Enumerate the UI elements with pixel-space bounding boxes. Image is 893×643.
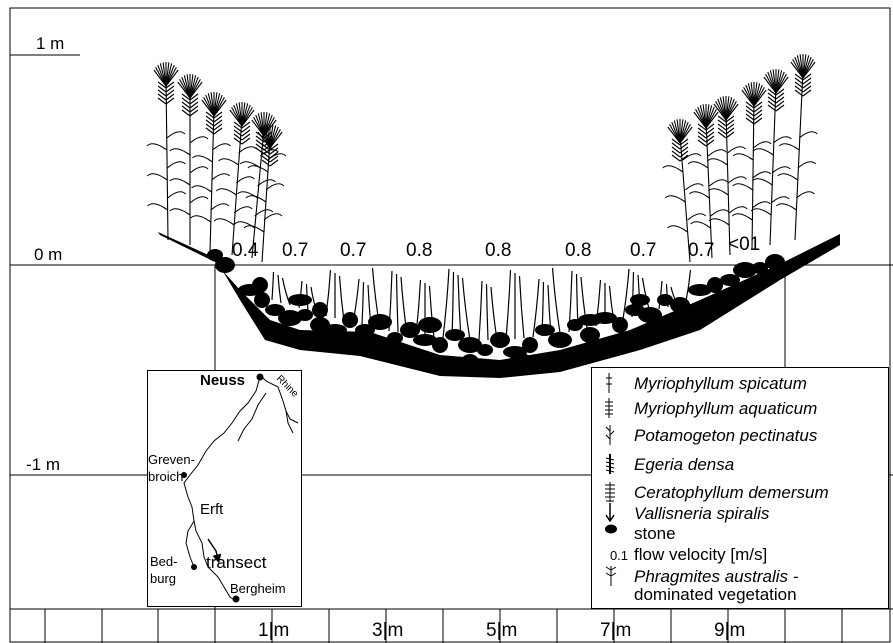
legend-label: flow velocity [m/s]: [634, 545, 767, 565]
legend-label: Ceratophyllum demersum: [634, 483, 829, 503]
velocity-label: 0.7: [282, 240, 308, 262]
velocity-label: 0.7: [340, 240, 366, 262]
bedburg-dot: [191, 564, 197, 570]
x-label-7m: 7|m: [600, 620, 631, 642]
neuss-dot: [257, 374, 264, 381]
map-label-bedburg: Bed- burg: [150, 553, 177, 587]
legend: Myriophyllum spicatum Myriophyllum aquat…: [591, 367, 889, 609]
legend-label: Egeria densa: [634, 455, 734, 475]
velocity-label: 0.7: [688, 240, 714, 262]
velocity-label: <01: [728, 234, 760, 256]
x-label-3m: 3|m: [372, 620, 403, 642]
legend-item: Potamogeton pectinatus: [604, 425, 817, 447]
reeds-right: [663, 54, 817, 262]
location-map: Neuss Rhine Greven- broich Erft transect…: [147, 370, 302, 607]
depth-label-minus1m: -1 m: [26, 455, 60, 475]
legend-label: Myriophyllum aquaticum: [634, 399, 817, 419]
legend-item: Ceratophyllum demersum: [604, 482, 829, 504]
legend-item: dominated vegetation: [604, 584, 797, 606]
map-label-neuss: Neuss: [200, 372, 245, 389]
legend-item: Vallisneria spiralis: [604, 503, 769, 525]
map-label-erft: Erft: [200, 501, 223, 518]
legend-item: Myriophyllum aquaticum: [604, 398, 817, 420]
flow-velocity-icon: 0.1: [604, 548, 634, 563]
legend-item: Myriophyllum spicatum: [604, 373, 807, 395]
velocity-label: 0.8: [485, 240, 511, 262]
map-label-grevenbroich: Greven- broich: [148, 451, 195, 485]
velocity-label: 0.4: [232, 240, 258, 262]
depth-label-0m: 0 m: [34, 245, 62, 265]
x-label-5m: 5|m: [486, 620, 517, 642]
velocity-label: 0.7: [630, 240, 656, 262]
x-label-1m: 1|m: [258, 620, 289, 642]
legend-label: Vallisneria spiralis: [634, 504, 769, 524]
velocity-label: 0.8: [406, 240, 432, 262]
map-label-transect: transect: [206, 553, 266, 573]
x-label-9m: 9|m: [714, 620, 745, 642]
legend-label: Myriophyllum spicatum: [634, 374, 807, 394]
legend-item: stone: [604, 523, 676, 545]
depth-label-1m: 1 m: [36, 34, 64, 54]
reeds-left: [147, 62, 286, 262]
legend-label: Potamogeton pectinatus: [634, 426, 817, 446]
velocity-label: 0.8: [565, 240, 591, 262]
legend-label: stone: [634, 524, 676, 544]
bergheim-dot: [233, 596, 240, 603]
map-label-bergheim: Bergheim: [230, 581, 286, 596]
legend-label: dominated vegetation: [634, 585, 797, 605]
legend-item: 0.1 flow velocity [m/s]: [604, 544, 767, 566]
legend-item: Egeria densa: [604, 454, 734, 476]
